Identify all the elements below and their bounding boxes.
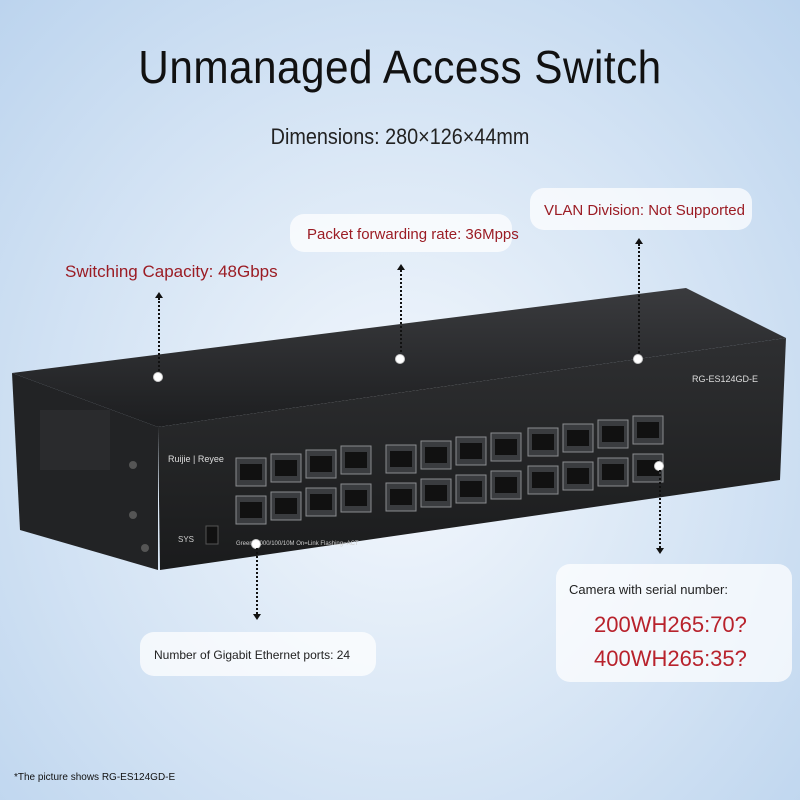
port-socket	[495, 477, 517, 493]
callout-switching-capacity: Switching Capacity: 48Gbps	[65, 262, 278, 281]
model-label: RG-ES124GD-E	[692, 374, 758, 384]
port-socket	[532, 434, 554, 450]
port-socket	[460, 443, 482, 459]
port-socket	[345, 490, 367, 506]
sys-label: SYS	[178, 535, 194, 544]
dimensions-text: Dimensions: 280×126×44mm	[270, 124, 530, 149]
port-socket	[495, 439, 517, 455]
port-socket	[275, 498, 297, 514]
port-socket	[567, 468, 589, 484]
port-socket	[240, 464, 262, 480]
marker-dot	[252, 540, 260, 548]
brand-label: Ruijie | Reyee	[168, 454, 224, 464]
screw	[129, 461, 137, 469]
port-socket	[637, 422, 659, 438]
page-title: Unmanaged Access Switch	[138, 41, 662, 93]
port-socket	[602, 426, 624, 442]
port-socket	[240, 502, 262, 518]
leader-line	[659, 470, 661, 548]
port-socket	[390, 451, 412, 467]
port-socket	[425, 447, 447, 463]
port-socket	[310, 456, 332, 472]
screw	[141, 544, 149, 552]
camera-label: Camera with serial number:	[569, 582, 728, 597]
port-socket	[390, 489, 412, 505]
footnote: *The picture shows RG-ES124GD-E	[14, 772, 176, 783]
port-socket	[602, 464, 624, 480]
marker-dot	[634, 355, 642, 363]
screw	[129, 511, 137, 519]
callout-vlan-division: VLAN Division: Not Supported	[544, 202, 745, 219]
port-socket	[345, 452, 367, 468]
leader-line	[638, 244, 640, 356]
arrow-down-icon	[656, 548, 664, 554]
status-legend: Green=1000/100/10M On=Link Flashing=ACT	[236, 541, 359, 547]
arrow-down-icon	[253, 614, 261, 620]
port-socket	[567, 430, 589, 446]
arrow-up-icon	[397, 264, 405, 270]
port-socket	[460, 481, 482, 497]
arrow-up-icon	[155, 292, 163, 298]
vent-grille	[40, 410, 110, 470]
switch-device: RG-ES124GD-E Ruijie | Reyee SYS Green=10…	[12, 288, 786, 570]
port-socket	[310, 494, 332, 510]
port-socket	[275, 460, 297, 476]
leader-line	[256, 548, 258, 614]
port-socket	[637, 460, 659, 476]
marker-dot	[396, 355, 404, 363]
camera-value-200wh: 200WH265:70?	[594, 612, 747, 637]
marker-dot	[154, 373, 162, 381]
camera-value-400wh: 400WH265:35?	[594, 646, 747, 671]
marker-dot	[655, 462, 663, 470]
arrow-up-icon	[635, 238, 643, 244]
callout-packet-forwarding: Packet forwarding rate: 36Mpps	[307, 226, 519, 243]
port-socket	[532, 472, 554, 488]
port-socket	[425, 485, 447, 501]
leader-line	[158, 298, 160, 374]
mode-switch	[205, 525, 219, 545]
callout-gigabit-ports: Number of Gigabit Ethernet ports: 24	[154, 648, 351, 662]
leader-line	[400, 270, 402, 356]
